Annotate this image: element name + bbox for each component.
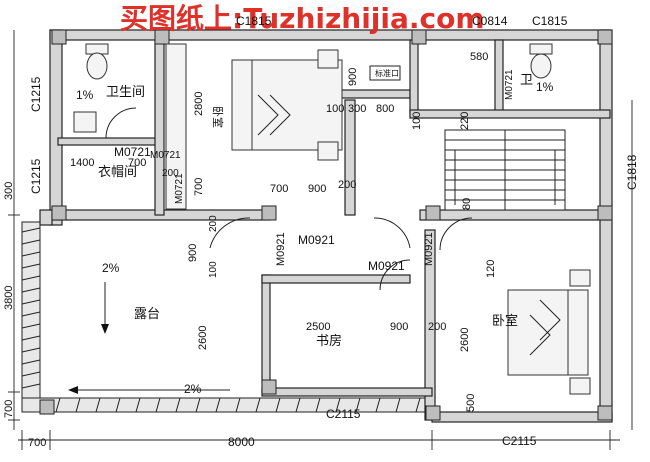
door-m0721-top: M0721 (150, 150, 181, 161)
dimension-label: 300 (3, 182, 15, 200)
sink-left (73, 111, 97, 133)
dimension-label: 900 (308, 183, 326, 195)
window-c1815-top: C1815 (532, 14, 568, 28)
bed-right (507, 269, 591, 395)
toilet-right (529, 43, 553, 79)
dimension-labels: 1400 700 200 2800 700 100 300 800 900 70… (3, 51, 497, 449)
dimension-label: 2500 (306, 321, 330, 333)
window-c1818: C1818 (625, 154, 639, 190)
dimension-label: 3800 (3, 286, 15, 310)
window-c1215-lower: C1215 (29, 158, 43, 194)
terrace-slope-arrows (68, 282, 230, 394)
dimension-label: 900 (390, 321, 408, 333)
door-m0921-terrace: M0921 (298, 233, 335, 247)
room-bathroom-left: 卫生间 (106, 85, 145, 100)
dimension-label: 900 (187, 244, 199, 262)
door-m0721-bath: M0721 (114, 145, 151, 159)
dimension-label: 200 (338, 179, 356, 191)
dimension-label: 300 (348, 103, 366, 115)
window-c1815-left: C1815 (236, 14, 272, 28)
bathroom-right-slope: 1% (536, 80, 554, 94)
room-terrace: 露台 (134, 307, 160, 322)
dimension-label: 80 (461, 198, 473, 210)
terrace-slope-1: 2% (102, 261, 120, 275)
dimension-label: 200 (428, 321, 446, 333)
room-study: 书房 (316, 333, 342, 349)
terrace-railing (21, 221, 433, 413)
watermark-text: 买图纸上:Tuzhizhijia.com (120, 2, 485, 35)
dimension-label: 100 (208, 261, 219, 278)
door-m0921-left: M0921 (275, 232, 287, 266)
door-swings (105, 107, 473, 291)
structural-columns (39, 29, 613, 421)
dimension-label: 120 (485, 260, 497, 278)
dimension-label: 2800 (193, 92, 205, 116)
room-bedroom-right: 卧室 (492, 313, 518, 329)
toilet-left (85, 43, 109, 80)
window-c2115-right: C2115 (502, 434, 537, 448)
room-bathroom-right: 卫 (520, 73, 533, 88)
room-closet: 衣帽间 (98, 164, 137, 180)
bathroom-left-slope: 1% (76, 88, 94, 102)
dimension-label: 700 (193, 178, 205, 196)
wardrobe (165, 43, 187, 210)
window-c2115-bottom: C2115 (326, 407, 361, 421)
dimension-label: 2600 (459, 328, 471, 352)
window-c0814: C0814 (472, 14, 508, 28)
dimension-label: 200 (208, 215, 219, 232)
dimension-label: 700 (128, 157, 146, 169)
dimension-label: 2600 (197, 326, 209, 350)
room-bedroom-top: 卧室 (211, 106, 225, 128)
dimension-label: 700 (28, 437, 46, 449)
dimension-label: 500 (465, 394, 477, 412)
dimension-label: 100 (326, 103, 344, 115)
dimension-label: 100 (411, 112, 423, 130)
dimension-label: 800 (376, 103, 394, 115)
bed-top (231, 49, 343, 161)
door-m0921-study: M0921 (368, 259, 405, 273)
sign-frame (369, 65, 401, 81)
dimension-label: 700 (270, 183, 288, 195)
dimension-lines (8, 30, 633, 450)
dimension-label: 220 (459, 112, 471, 130)
terrace-slope-2: 2% (184, 382, 202, 396)
dimension-label: 8000 (228, 435, 255, 449)
door-m0721-closet: M0721 (174, 173, 185, 204)
dimension-label: 1400 (70, 157, 94, 169)
room-sign: 标准口 (375, 68, 399, 78)
door-m0721-rbath: M0721 (504, 69, 515, 100)
dimension-label: 580 (470, 51, 488, 63)
dimension-label: 700 (3, 400, 15, 418)
staircase (444, 129, 566, 211)
dimension-label: 200 (162, 168, 179, 179)
door-m0921-right: M0921 (423, 232, 435, 266)
dimension-label: 900 (347, 68, 359, 86)
window-c1215-upper: C1215 (29, 76, 43, 112)
